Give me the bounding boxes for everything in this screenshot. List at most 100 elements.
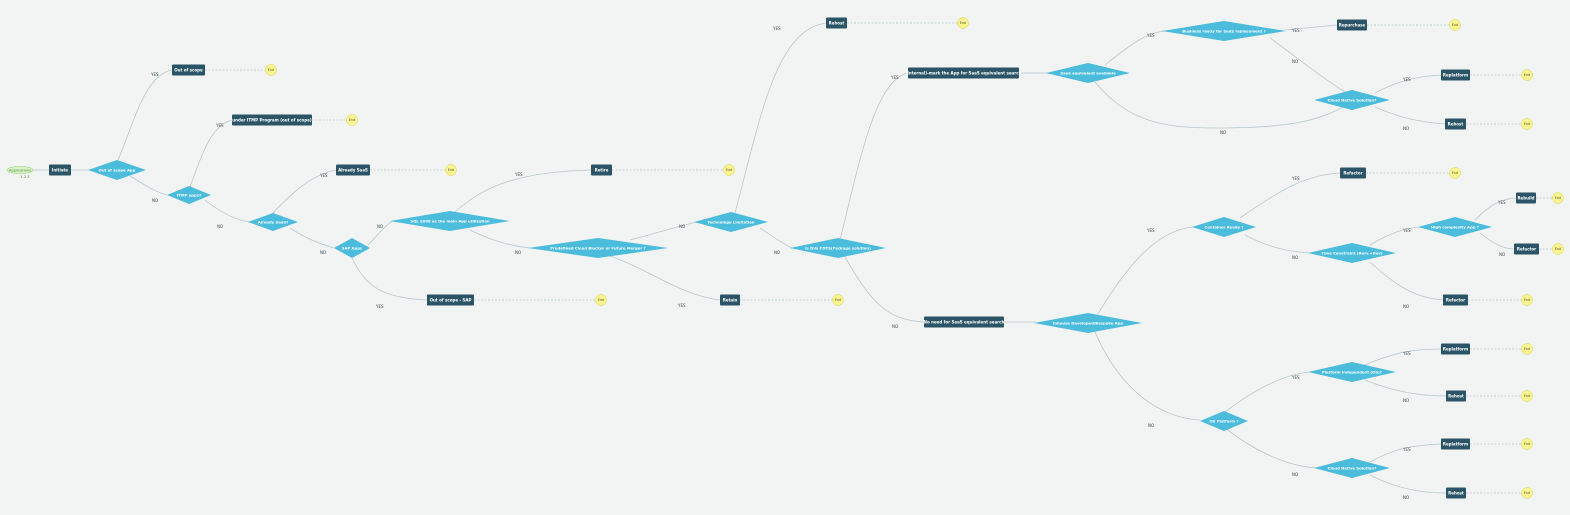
diamond-is-cots[interactable]: Is this COTS(Package solution) [790, 238, 886, 258]
diamond-predefined-cloud[interactable]: Predefined Cloud Blocker or Future Merge… [528, 238, 668, 258]
diamond-time-constraint[interactable]: Time Constraint (Rem.+Dev) [1308, 243, 1396, 263]
end-node[interactable]: End [1552, 192, 1564, 204]
box-refactor-1[interactable]: Refactor [1340, 167, 1366, 179]
end-node[interactable]: End [1552, 243, 1564, 255]
start-sublabel: 1 2 3 [20, 175, 29, 179]
edge [469, 229, 531, 249]
no-label: NO [892, 324, 898, 329]
box-retire[interactable]: Retire [591, 164, 612, 176]
end-node[interactable]: End [265, 64, 277, 76]
edge [271, 169, 337, 215]
diamond-cloud-native-1[interactable]: Cloud Native Solution? [1314, 90, 1390, 110]
end-node[interactable]: End [1449, 19, 1461, 31]
yes-label: YES [890, 75, 899, 80]
box-rehost-top[interactable]: Rehost [826, 17, 847, 29]
box-rebuild[interactable]: Rebuild [1516, 192, 1536, 204]
box-retain[interactable]: Retain [720, 294, 740, 306]
box-no-need-saas[interactable]: No need for SaaS equivalent search [924, 316, 1005, 328]
box-out-of-scope-sap[interactable]: Out of scope - SAP [427, 294, 474, 306]
box-internal-mark[interactable]: (Internal)-mark the App for SaaS equival… [906, 67, 1022, 79]
svg-text:Container Ready ?: Container Ready ? [1204, 224, 1243, 229]
end-node[interactable]: End [1521, 438, 1533, 450]
svg-text:Replatform: Replatform [1443, 441, 1468, 446]
edge-labels: YES NO YES NO YES NO YES NO YES NO YES N… [150, 26, 1506, 500]
yes-label: YES [215, 123, 224, 128]
svg-text:End: End [1452, 23, 1458, 27]
box-refactor-3[interactable]: Refactor [1443, 294, 1468, 306]
edge [1104, 30, 1166, 66]
diamond-tech-limitation[interactable]: Technology Limitation [694, 212, 768, 232]
end-node[interactable]: End [1449, 167, 1461, 179]
edge [1369, 226, 1421, 246]
diamond-out-of-scope-app[interactable]: Out of scope App [88, 160, 146, 180]
box-rehost-3[interactable]: Rehost [1446, 487, 1466, 499]
end-node[interactable]: End [595, 294, 607, 306]
no-label: NO [679, 224, 685, 229]
box-replatform-1[interactable]: Replatform [1441, 69, 1470, 81]
end-node[interactable]: End [1521, 343, 1533, 355]
yes-label: YES [1146, 33, 1155, 38]
end-node[interactable]: End [1521, 294, 1533, 306]
diamond-business-ready[interactable]: Business ready for SaaS replacement ? [1162, 21, 1286, 41]
box-repurchase[interactable]: Repurchase [1337, 19, 1367, 31]
edge [609, 255, 721, 301]
end-node[interactable]: End [1521, 69, 1533, 81]
svg-text:Refactor: Refactor [1517, 246, 1536, 251]
diamond-sql2008[interactable]: SQL 2008 as the main App utilization [390, 211, 510, 231]
diamond-itmp-apps[interactable]: ITMP apps? [167, 186, 211, 204]
no-label: NO [1499, 252, 1505, 257]
diamond-inhouse[interactable]: Inhouse Developed/Bespoke App [1034, 313, 1142, 333]
svg-text:Initiate: Initiate [52, 167, 69, 172]
svg-text:End: End [835, 298, 841, 302]
end-node[interactable]: End [1521, 487, 1533, 499]
svg-text:OS Platform ?: OS Platform ? [1209, 418, 1238, 423]
box-replatform-3[interactable]: Replatform [1441, 438, 1470, 450]
no-label: NO [320, 250, 326, 255]
diamond-sap-apps[interactable]: SAP Apps [334, 238, 370, 258]
diamond-already-saas[interactable]: Already SaaS? [248, 213, 298, 231]
svg-text:End: End [1524, 298, 1530, 302]
start-node[interactable]: Applications 1 2 3 [6, 166, 34, 179]
flow-edges [33, 22, 1552, 494]
no-label: NO [1220, 130, 1226, 135]
end-node[interactable]: End [832, 294, 844, 306]
no-label: NO [1292, 59, 1298, 64]
end-node[interactable]: End [445, 164, 457, 176]
box-initiate[interactable]: Initiate [49, 164, 71, 176]
svg-text:End: End [1524, 491, 1530, 495]
no-label: NO [515, 250, 521, 255]
edge [734, 22, 827, 214]
svg-text:under ITMP Program (out of sco: under ITMP Program (out of scope) [232, 117, 312, 122]
box-replatform-2[interactable]: Replatform [1441, 343, 1470, 355]
box-refactor-2[interactable]: Refactor [1514, 243, 1539, 255]
end-node[interactable]: End [1521, 390, 1533, 402]
end-node[interactable]: End [1521, 118, 1533, 130]
box-rehost-1[interactable]: Rehost [1445, 118, 1466, 130]
end-node[interactable]: End [957, 17, 969, 29]
edge [1094, 81, 1344, 129]
svg-text:Platform Independent (OS)?: Platform Independent (OS)? [1322, 369, 1382, 374]
edge [844, 256, 925, 323]
box-out-of-scope[interactable]: Out of scope [172, 64, 205, 76]
no-label: NO [1403, 304, 1409, 309]
no-label: NO [1403, 398, 1409, 403]
edge [189, 119, 233, 188]
edge [1364, 348, 1442, 366]
box-under-itmp[interactable]: under ITMP Program (out of scope) [232, 114, 312, 126]
box-rehost-2[interactable]: Rehost [1446, 390, 1466, 402]
box-already-saas[interactable]: Already SaaS [336, 164, 370, 176]
svg-text:Already SaaS: Already SaaS [338, 167, 368, 172]
svg-text:End: End [448, 168, 454, 172]
diamond-os-platform[interactable]: OS Platform ? [1200, 411, 1248, 431]
diamond-container-ready[interactable]: Container Ready ? [1192, 217, 1256, 237]
svg-text:Business ready for SaaS replac: Business ready for SaaS replacement ? [1182, 28, 1266, 33]
end-node[interactable]: End [346, 114, 358, 126]
end-node[interactable]: End [723, 164, 735, 176]
yes-label: YES [677, 303, 686, 308]
svg-text:End: End [1555, 196, 1561, 200]
diamond-platform-independent[interactable]: Platform Independent (OS)? [1308, 362, 1396, 382]
diamond-saas-available[interactable]: SaaS equivalent available [1046, 63, 1130, 83]
yes-label: YES [1402, 447, 1411, 452]
diamond-cloud-native-2[interactable]: Cloud Native Solution? [1314, 458, 1390, 478]
diamond-high-complexity[interactable]: High complexity App ? [1418, 217, 1492, 237]
